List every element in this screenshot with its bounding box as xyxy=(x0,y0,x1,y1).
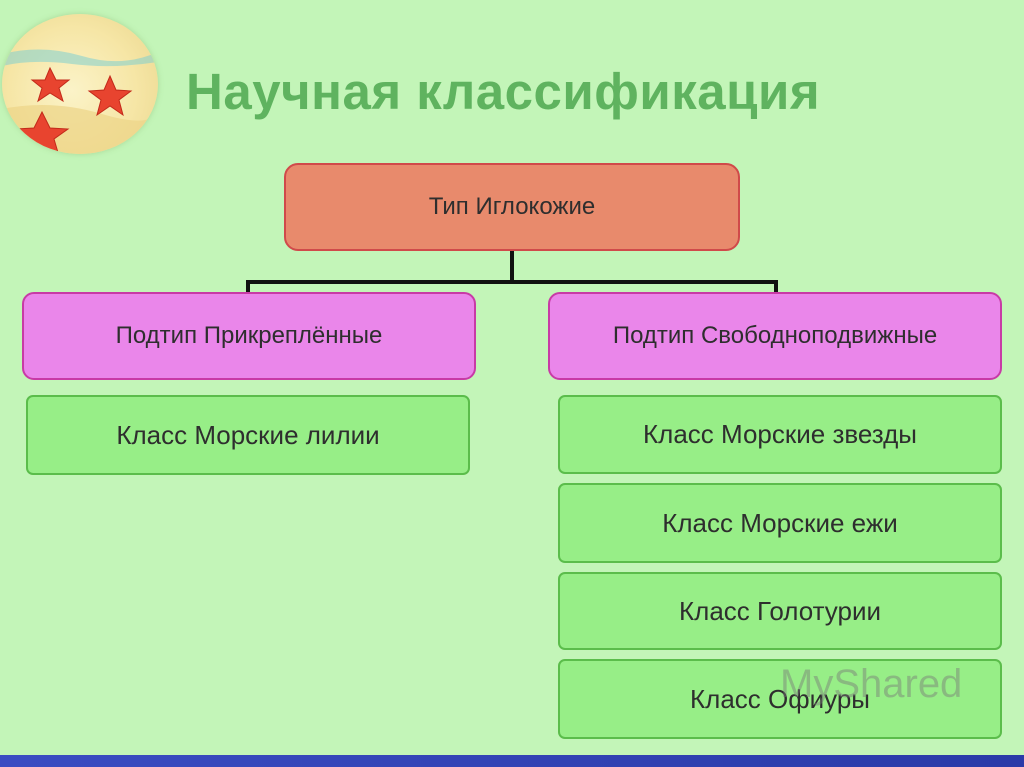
bottom-bar xyxy=(0,755,1024,767)
class-box-starfish: Класс Морские звезды xyxy=(558,395,1002,474)
starfish-logo-icon xyxy=(2,14,158,154)
subphylum-attached-box: Подтип Прикреплённые xyxy=(22,292,476,380)
class-box-holothurians: Класс Голотурии xyxy=(558,572,1002,650)
phylum-box: Тип Иглокожие xyxy=(284,163,740,251)
page-title: Научная классификация xyxy=(186,63,821,120)
watermark: MyShared xyxy=(780,662,963,706)
class-box-crinoids: Класс Морские лилии xyxy=(26,395,470,475)
class-box-ophiuroids: Класс Офиуры xyxy=(558,659,1002,739)
subphylum-free-moving-box: Подтип Свободноподвижные xyxy=(548,292,1002,380)
class-box-sea-urchins: Класс Морские ежи xyxy=(558,483,1002,563)
